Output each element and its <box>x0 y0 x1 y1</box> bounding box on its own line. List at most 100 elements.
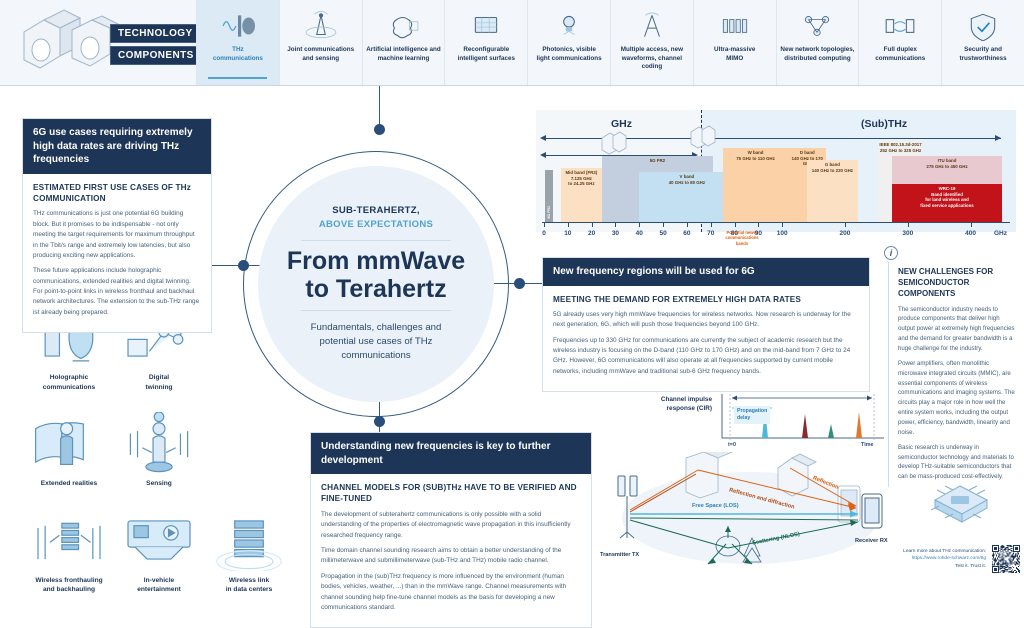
tab-shield-check[interactable]: Security and trustworthiness <box>941 0 1024 85</box>
surface-grid-icon <box>469 6 503 46</box>
hero-kicker-line2: ABOVE EXPECTATIONS <box>318 219 434 231</box>
panel-frequency-para-0: 5G already uses very high mmWave frequen… <box>553 310 851 329</box>
spectrum-tick <box>686 222 688 227</box>
spectrum-tick <box>615 222 617 227</box>
panel-use-cases-para-1: These future applications include hologr… <box>33 267 200 316</box>
panel-use-cases-subheading: ESTIMATED FIRST USE CASES OF THz COMMUNI… <box>33 182 191 203</box>
spectrum-tick-label: 20 <box>588 230 596 237</box>
spectrum-tick-label: 10 <box>564 230 572 237</box>
spectrum-label-ghz: GHz <box>611 118 632 130</box>
panel-channel-heading: Understanding new frequencies is key to … <box>311 433 591 474</box>
propagation-diagram-icon <box>617 452 883 565</box>
sensing-person-icon <box>114 406 204 474</box>
spectrum-tick <box>639 222 641 227</box>
tab-brain-chip[interactable]: Artificial intelligence and machine lear… <box>361 0 445 85</box>
panel-frequency-para-1: Frequencies up to 330 GHz for communicat… <box>553 336 851 375</box>
tab-duplex-signal[interactable]: Full duplex communications <box>858 0 941 85</box>
tab-label: New network topologies, distributed comp… <box>780 46 855 62</box>
spectrum-band-region: WRC-19 Band identified for land wireless… <box>892 184 1002 222</box>
semiconductor-para-2: Basic research is underway in semiconduc… <box>898 443 1014 481</box>
tab-label: Artificial intelligence and machine lear… <box>366 46 441 62</box>
cir-t0-label: t=0 <box>728 442 736 448</box>
cell-tower-icon <box>635 6 669 46</box>
footer-line1: Learn more about THz communication: <box>903 548 986 554</box>
info-icon[interactable]: i <box>884 246 898 260</box>
tab-antenna-radar[interactable]: Joint communications and sensing <box>278 0 362 85</box>
device-icon-ghz <box>601 131 627 155</box>
propagation-transmitter-label: Transmitter TX <box>600 552 640 558</box>
brain-chip-icon <box>386 6 420 46</box>
hero-divider-bottom <box>301 309 451 311</box>
thz-wave-icon <box>221 6 255 46</box>
tab-label: Reconfigurable intelligent surfaces <box>457 46 515 62</box>
spectrum-band-region: G band 140 GHz to 220 GHz <box>807 160 858 222</box>
panel-frequency-subheading: MEETING THE DEMAND FOR EXTREMELY HIGH DA… <box>553 294 801 304</box>
cir-label: Channel impulse response (CIR) <box>660 396 712 412</box>
semiconductor-chip-icon <box>930 485 989 523</box>
panel-channel-para-0: The development of subterahertz communic… <box>321 510 571 539</box>
spectrum-arrow-full-right <box>995 135 1001 141</box>
semiconductor-para-0: The semiconductor industry needs to prod… <box>898 305 1015 352</box>
tab-mimo-array[interactable]: Ultra-massive MIMO <box>692 0 776 85</box>
spectrum-tick <box>782 222 784 227</box>
mimo-array-icon <box>718 6 752 46</box>
cir-propagation-delay-label: Propagation delay <box>734 406 771 425</box>
datacenter-rack-icon <box>204 503 294 571</box>
spectrum-bar-label: 5G FR1 <box>546 206 551 219</box>
use-case-item: Wireless fronthauling and backhauling <box>24 503 114 595</box>
spectrum-tick <box>567 222 569 227</box>
spectrum-tick <box>907 222 909 227</box>
cir-diagram: Channel impulse response (CIR) Propagati… <box>648 392 888 454</box>
spectrum-tick-label: 50 <box>659 230 667 237</box>
spectrum-tick-label: 60 <box>683 230 691 237</box>
hero-kicker: SUB-TERAHERTZ, ABOVE EXPECTATIONS <box>319 204 433 233</box>
use-case-label: Wireless link in data centers <box>225 576 273 594</box>
panel-use-cases-body: ESTIMATED FIRST USE CASES OF THz COMMUNI… <box>23 174 211 333</box>
use-case-item: In-vehicle entertainment <box>114 503 204 595</box>
spectrum-tick-label: 30 <box>611 230 620 237</box>
use-case-label: Sensing <box>146 480 172 488</box>
spectrum-tick <box>663 222 665 227</box>
panel-use-cases-heading: 6G use cases requiring extremely high da… <box>23 119 211 174</box>
tab-label: Joint communications and sensing <box>287 46 355 62</box>
connector-dot-left <box>238 260 249 271</box>
car-screen-icon <box>114 503 204 571</box>
spectrum-tick <box>591 222 593 227</box>
tab-surface-grid[interactable]: Reconfigurable intelligent surfaces <box>444 0 527 85</box>
spectrum-annotation-0: Potential newer communications bands <box>725 230 759 246</box>
fronthaul-tower-icon <box>24 503 114 571</box>
spectrum-axis-unit: GHz <box>994 230 1007 237</box>
spectrum-tick-label: 300 <box>902 230 914 237</box>
badge-group: TECHNOLOGY COMPONENTS <box>110 24 202 68</box>
lightbulb-beam-icon <box>552 6 586 46</box>
spectrum-band-region: W band 75 GHz to 110 GHz <box>722 148 789 222</box>
header-bar: TECHNOLOGY COMPONENTS THz communications… <box>0 0 1024 86</box>
tab-network-nodes[interactable]: New network topologies, distributed comp… <box>775 0 859 85</box>
spectrum-arrow-ghz-right <box>692 152 698 158</box>
spectrum-chart: GHz (Sub)THz Mid band (FR3) 7.125 GHz to… <box>536 110 1016 246</box>
panel-frequency: New frequency regions will be used for 6… <box>542 257 870 393</box>
tab-cell-tower[interactable]: Multiple access, new waveforms, channel … <box>609 0 693 85</box>
qr-code-icon[interactable] <box>992 545 1020 573</box>
spectrum-axis <box>542 222 1010 223</box>
spectrum-arrow-ghz-left <box>540 152 546 158</box>
spectrum-tick-label: 0 <box>542 230 546 237</box>
hero-title-line2: to Terahertz <box>305 274 447 303</box>
tab-label: Ultra-massive MIMO <box>714 46 756 62</box>
network-nodes-icon <box>800 6 834 46</box>
hero-title-line1: From mmWave <box>286 246 466 275</box>
spectrum-arrow-full-left <box>540 135 546 141</box>
use-case-label: In-vehicle entertainment <box>137 576 181 594</box>
tab-thz-wave[interactable]: THz communications <box>196 0 279 85</box>
tab-label: Full duplex communications <box>875 46 926 62</box>
propagation-scene: Transmitter TX Receiver RX Free Space (L… <box>600 452 900 572</box>
tab-lightbulb-beam[interactable]: Photonics, visible light communications <box>527 0 610 85</box>
badge-components: COMPONENTS <box>110 46 202 65</box>
panel-channel-body: CHANNEL MODELS FOR (SUB)THz HAVE TO BE V… <box>311 474 591 627</box>
footer-text: Learn more about THz communication: http… <box>860 548 986 570</box>
footer-link[interactable]: https://www.rohde-schwarz.com/6g <box>911 556 986 562</box>
spectrum-arrow-full <box>546 138 1001 139</box>
